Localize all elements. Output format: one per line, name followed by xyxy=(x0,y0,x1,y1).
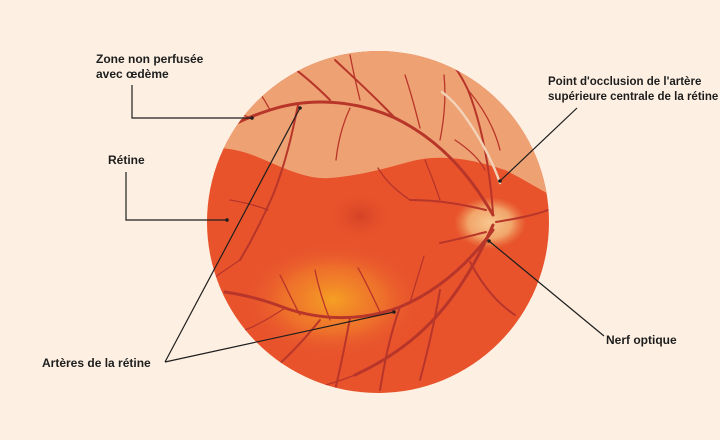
leader-occlusion xyxy=(499,107,578,182)
label-retinal-arteries: Artères de la rétine xyxy=(42,356,151,370)
leader-dots xyxy=(225,106,502,314)
fovea xyxy=(328,190,392,242)
label-retina: Rétine xyxy=(108,153,145,167)
label-optic-nerve: Nerf optique xyxy=(606,333,677,347)
label-occlusion-line1: Point d'occlusion de l'artère xyxy=(548,74,702,88)
occluded-artery xyxy=(440,90,502,185)
label-non-perfused-line2: avec œdème xyxy=(96,67,169,81)
leader-retina xyxy=(125,172,227,221)
label-non-perfused-zone: Zone non perfusée avec œdème xyxy=(96,52,203,82)
label-occlusion-line2: supérieure centrale de la rétine xyxy=(548,89,719,103)
label-occlusion-point: Point d'occlusion de l'artère supérieure… xyxy=(548,74,718,104)
leader-arteries-1 xyxy=(164,107,301,363)
label-non-perfused-line1: Zone non perfusée xyxy=(96,52,204,66)
retinal-vessels xyxy=(207,51,549,393)
retina-fundus xyxy=(207,51,549,393)
leader-non-perfused xyxy=(131,85,252,119)
leader-optic-nerve xyxy=(488,240,605,337)
leader-lines xyxy=(125,85,605,363)
macula-glow xyxy=(243,242,423,358)
leader-arteries-2 xyxy=(164,311,395,363)
